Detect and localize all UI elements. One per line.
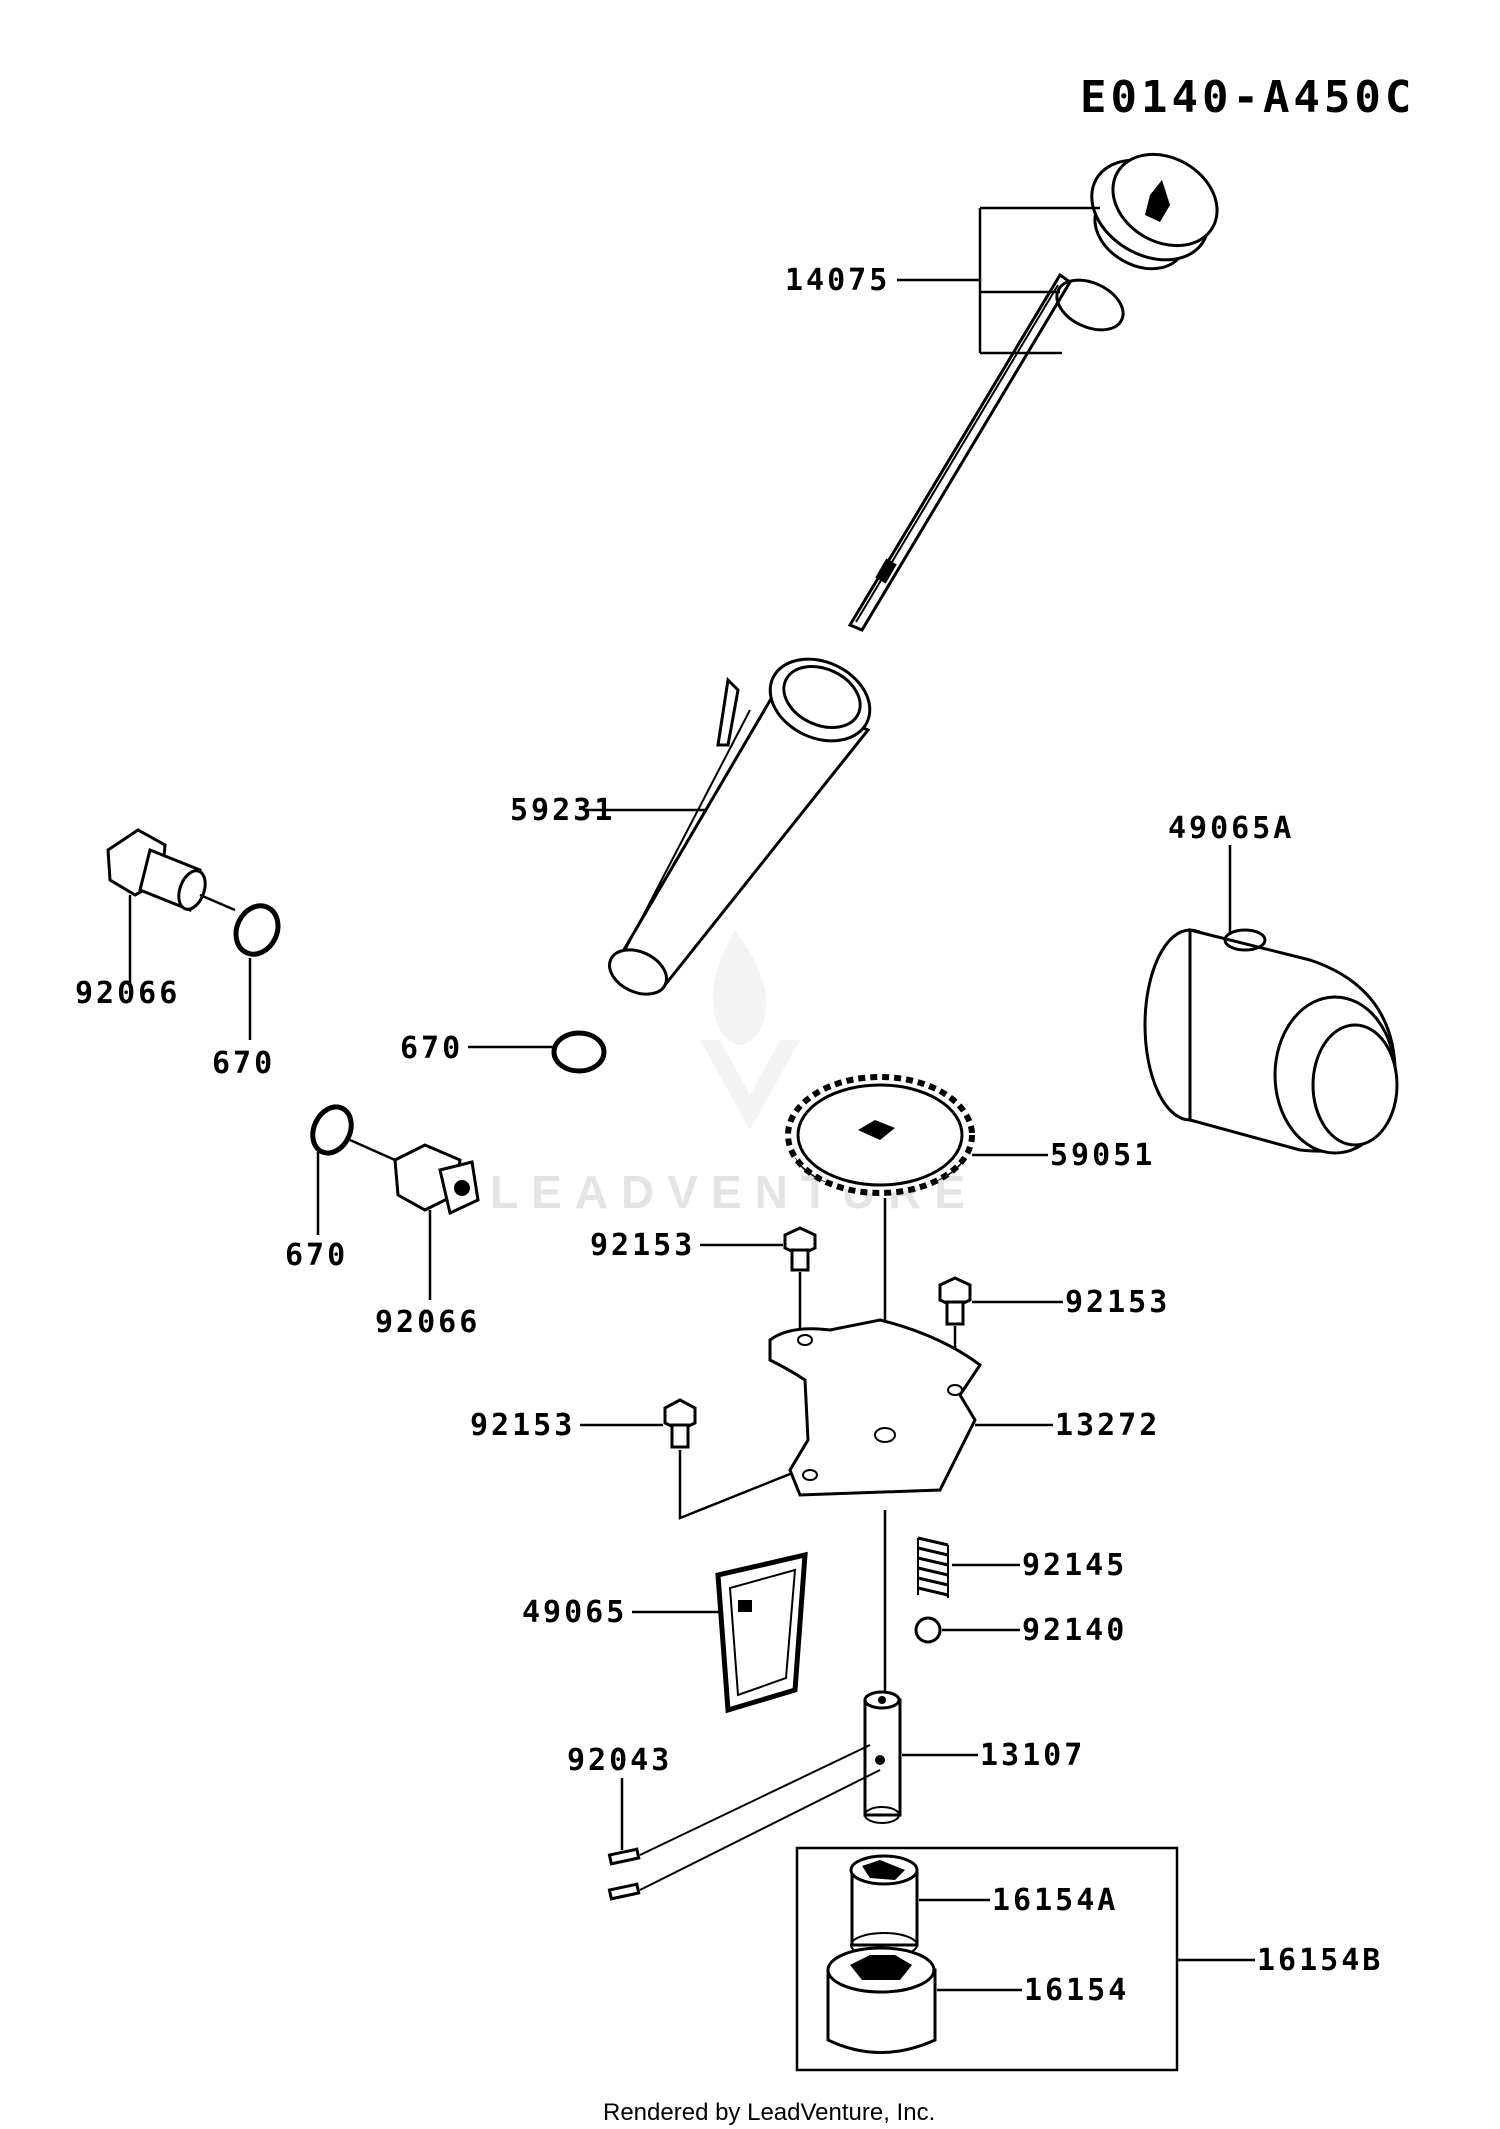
part-bolt-92153-c (663, 1398, 697, 1449)
callout-14075: 14075 (785, 263, 890, 298)
callout-49065A: 49065A (1168, 811, 1294, 846)
part-bolt-92153-a (783, 1226, 817, 1272)
part-o-ring-670-top (233, 903, 281, 957)
part-dipstick (847, 152, 1219, 632)
callout-92145: 92145 (1022, 1548, 1127, 1583)
leader-92066-to-670 (199, 893, 236, 912)
part-rotor-16154 (826, 1946, 937, 2054)
callout-59231: 59231 (510, 793, 615, 828)
part-oil-pump-gear (785, 1074, 975, 1196)
callout-16154A: 16154A (992, 1883, 1118, 1918)
callout-49065: 49065 (522, 1595, 627, 1630)
part-bolt-92153-b (938, 1276, 972, 1326)
part-oil-screen (715, 1551, 808, 1714)
part-oil-filter (1143, 928, 1399, 1155)
leader-pin-lower (639, 1769, 881, 1891)
callout-16154: 16154 (1024, 1973, 1129, 2008)
leader-pin-upper (639, 1744, 871, 1856)
watermark-logo (700, 930, 800, 1130)
part-o-ring-670-left (310, 1104, 354, 1156)
callout-670-left: 670 (285, 1238, 348, 1273)
callout-13272: 13272 (1055, 1408, 1160, 1443)
part-fill-tube (608, 657, 872, 996)
part-drain-plug-bottom (393, 1143, 480, 1216)
part-pump-shaft (863, 1690, 902, 1824)
part-o-ring-670-mid (551, 1030, 607, 1074)
part-pins (607, 1847, 641, 1901)
part-check-ball (914, 1616, 942, 1644)
leader-670-to-92066 (349, 1138, 396, 1162)
callout-92066-bottom: 92066 (375, 1305, 480, 1340)
callout-16154B: 16154B (1257, 1943, 1383, 1978)
callout-92153-a: 92153 (590, 1228, 695, 1263)
footer-credit: Rendered by LeadVenture, Inc. (603, 2099, 935, 2126)
leader-bolt-c-shaft (678, 1450, 806, 1520)
callout-13107: 13107 (980, 1738, 1085, 1773)
callout-92140: 92140 (1022, 1613, 1127, 1648)
callout-92066-top: 92066 (75, 976, 180, 1011)
part-relief-spring (917, 1536, 949, 1598)
callout-92153-c: 92153 (470, 1408, 575, 1443)
diagram-code: E0140-A450C (1080, 72, 1415, 123)
callout-670-top: 670 (212, 1046, 275, 1081)
leader-14075 (897, 206, 1100, 355)
callout-670-mid: 670 (400, 1031, 463, 1066)
part-drain-plug-top (106, 828, 207, 913)
callout-92153-b: 92153 (1065, 1285, 1170, 1320)
callout-92043: 92043 (567, 1743, 672, 1778)
callout-59051: 59051 (1050, 1138, 1155, 1173)
part-pump-cover-plate (768, 1318, 983, 1497)
part-rotor-16154A (849, 1854, 919, 1958)
